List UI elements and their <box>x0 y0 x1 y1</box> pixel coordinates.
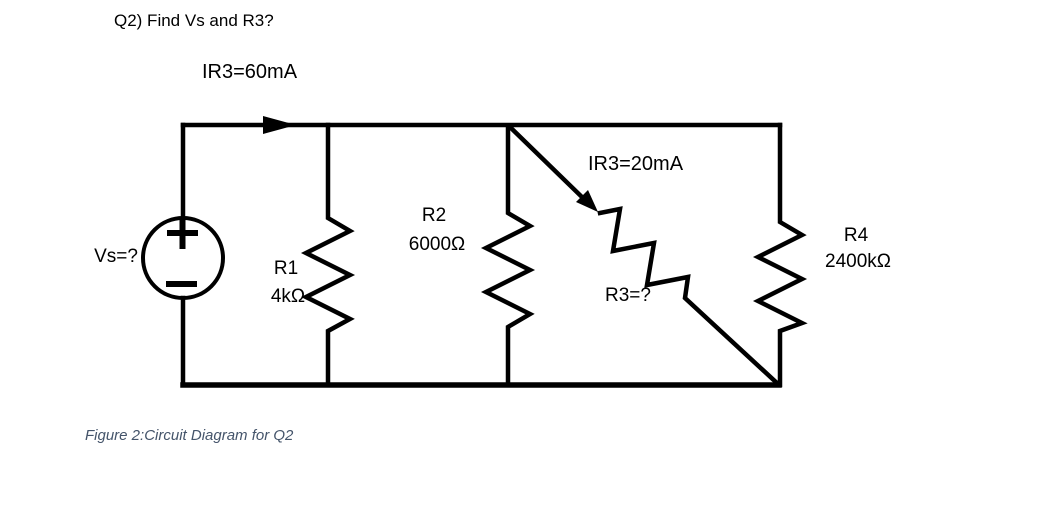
current-arrow-top-icon <box>263 116 296 134</box>
figure-caption: Figure 2:Circuit Diagram for Q2 <box>85 427 294 444</box>
resistor-r1-value: 4kΩ <box>270 286 306 307</box>
resistor-r2-value: 6000Ω <box>408 234 466 255</box>
question-title: Q2) Find Vs and R3? <box>114 11 274 30</box>
plus-icon <box>167 218 198 249</box>
current-label-ir3-top: IR3=60mA <box>202 61 298 83</box>
resistor-r3-label: R3=? <box>605 285 651 306</box>
resistor-r4-name: R4 <box>843 225 869 246</box>
resistor-r3-symbol <box>597 206 782 388</box>
voltage-source-label: Vs=? <box>94 246 138 267</box>
resistor-r2-symbol <box>480 124 536 388</box>
resistor-r4-symbol <box>752 122 808 388</box>
resistor-r2-name: R2 <box>421 205 447 226</box>
resistor-r1-symbol <box>300 122 356 388</box>
voltage-source-symbol <box>141 122 225 388</box>
resistor-r1-name: R1 <box>273 258 299 279</box>
current-label-ir3-branch: IR3=20mA <box>588 153 684 175</box>
current-arrow-branch-icon <box>507 124 598 212</box>
resistor-r4-value: 2400kΩ <box>825 251 891 272</box>
